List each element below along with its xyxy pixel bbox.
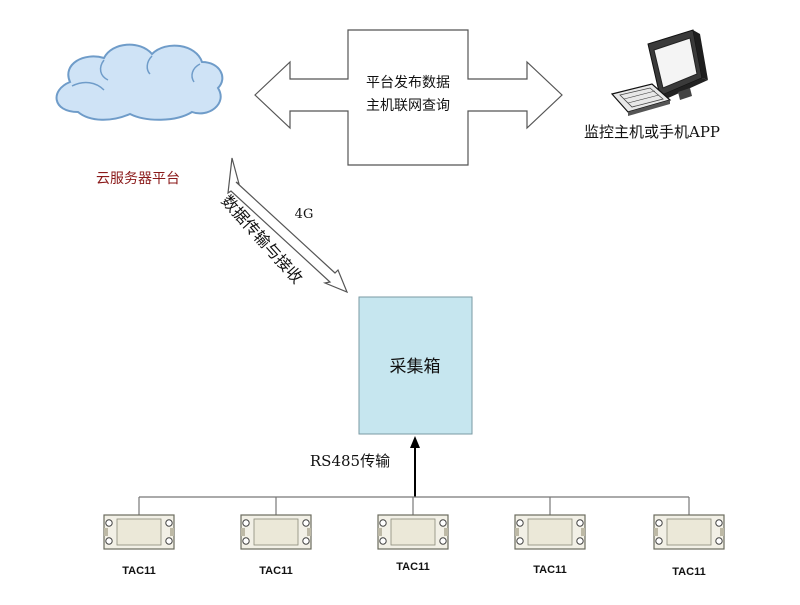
bus-label: RS485传输 <box>310 452 390 470</box>
tac11-module: TAC11 <box>514 514 586 576</box>
rs485-bus <box>138 496 690 515</box>
collector-box <box>358 296 473 435</box>
tac11-label: TAC11 <box>259 565 292 577</box>
platform-label-line2: 主机联网查询 <box>366 98 450 114</box>
tac11-module: TAC11 <box>377 514 449 573</box>
tac11-module: TAC11 <box>653 514 725 578</box>
tac11-module: TAC11 <box>240 514 312 577</box>
platform-double-arrow <box>254 29 563 166</box>
device-row: TAC11 TAC11 TAC11 TAC11 TAC11 <box>103 514 725 578</box>
cloud-label: 云服务器平台 <box>96 171 180 187</box>
computer-monitor-icon <box>610 29 708 116</box>
tac11-label: TAC11 <box>396 561 429 573</box>
platform-label-line1: 平台发布数据 <box>366 75 450 91</box>
arrow-head-icon <box>410 436 420 448</box>
4g-double-arrow <box>227 157 349 294</box>
link-tag-4g: 4G <box>295 207 314 222</box>
cloud-icon <box>55 43 224 121</box>
tac11-label: TAC11 <box>672 566 705 578</box>
tac11-module: TAC11 <box>103 514 175 577</box>
monitor-label: 监控主机或手机APP <box>584 123 720 141</box>
tac11-label: TAC11 <box>533 564 566 576</box>
tac11-label: TAC11 <box>122 565 155 577</box>
collector-label: 采集箱 <box>390 357 441 377</box>
